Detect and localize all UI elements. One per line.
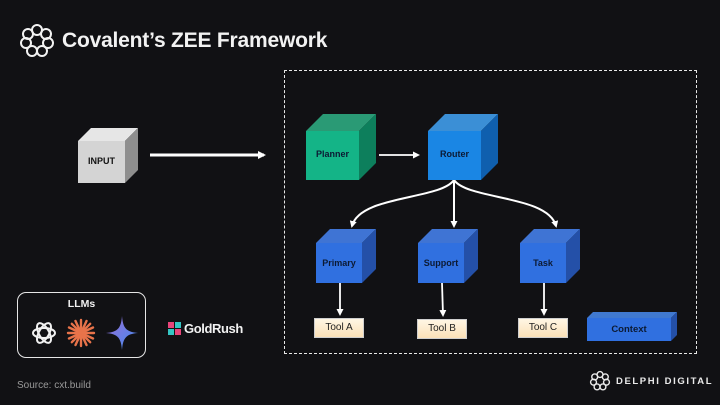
agent-cube-support bbox=[418, 229, 478, 283]
context-label: Context bbox=[611, 324, 647, 335]
delphi-digital-label: DELPHI DIGITAL bbox=[616, 375, 714, 387]
page-title: Covalent’s ZEE Framework bbox=[62, 29, 328, 52]
context-block bbox=[587, 312, 677, 341]
goldrush-label: GoldRush bbox=[184, 320, 243, 336]
goldrush-icon bbox=[168, 321, 181, 335]
agent-label-support: Support bbox=[423, 258, 459, 268]
delphi-digital-brand: DELPHI DIGITAL bbox=[589, 370, 714, 391]
router-label: Router bbox=[440, 149, 469, 159]
arrow-router-to-task bbox=[453, 179, 559, 228]
llms-panel: LLMs bbox=[17, 292, 146, 358]
agent-label-primary: Primary bbox=[322, 258, 356, 268]
anthropic-icon bbox=[66, 318, 96, 348]
arrow-router-to-primary bbox=[349, 179, 455, 228]
agent-cube-task bbox=[520, 229, 580, 283]
tool-a-box: Tool A bbox=[314, 318, 364, 338]
agent-label-task: Task bbox=[533, 258, 553, 268]
input-cube bbox=[78, 128, 138, 183]
openai-icon bbox=[32, 322, 56, 344]
covalent-logo-icon bbox=[20, 24, 54, 57]
framework-boundary bbox=[284, 70, 697, 354]
goldrush-logo: GoldRush bbox=[168, 319, 243, 337]
llms-title: LLMs bbox=[67, 298, 96, 310]
gemini-icon bbox=[106, 316, 138, 350]
planner-label: Planner bbox=[315, 149, 349, 159]
planner-cube bbox=[306, 114, 376, 180]
delphi-logo-icon bbox=[589, 370, 611, 391]
router-cube bbox=[428, 114, 498, 180]
input-label: INPUT bbox=[88, 156, 115, 166]
arrow-support-to-tool-b bbox=[439, 282, 447, 317]
tool-c-box: Tool C bbox=[518, 318, 568, 338]
tool-b-box: Tool B bbox=[417, 319, 467, 339]
source-caption: Source: cxt.build bbox=[17, 380, 91, 391]
agent-cube-primary bbox=[316, 229, 376, 283]
